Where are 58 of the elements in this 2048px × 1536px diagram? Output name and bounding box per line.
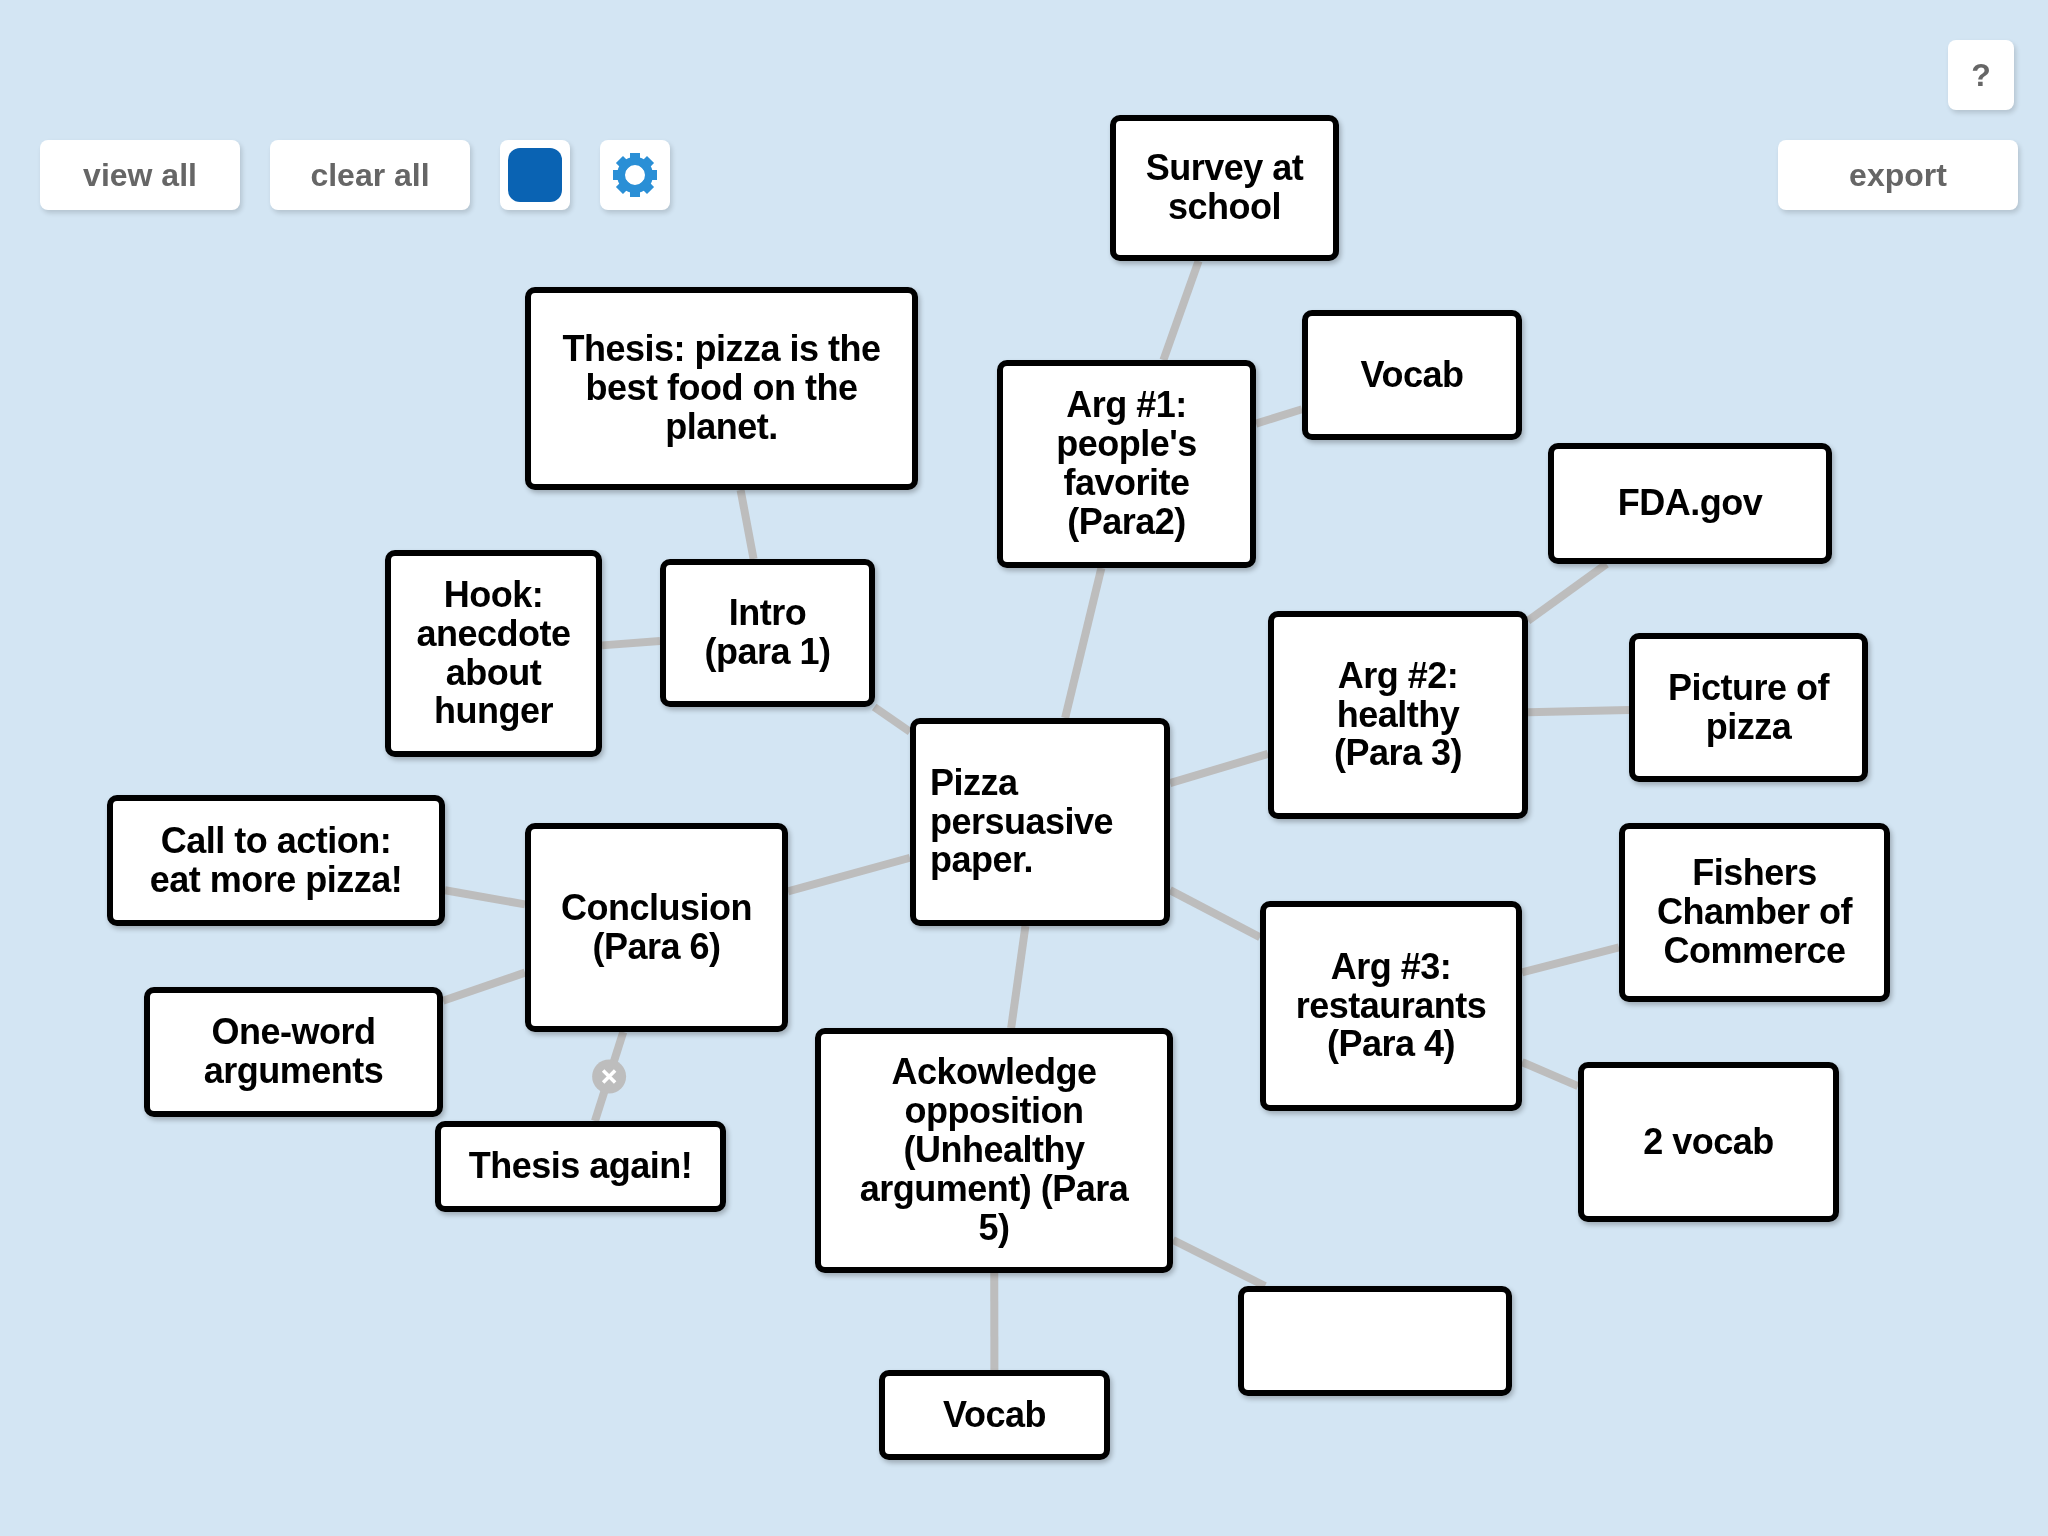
- note-card: [1619, 823, 1890, 1002]
- note-card: [997, 360, 1256, 568]
- note-text: Pizza persuasive paper.: [930, 763, 1115, 881]
- connector-line: [1168, 886, 1262, 941]
- note-text: Survey at school: [1144, 149, 1305, 227]
- view-all-button: view all: [40, 140, 240, 210]
- note-card: [1629, 633, 1868, 782]
- connector-line: [601, 637, 661, 650]
- connector-line: [990, 1273, 999, 1370]
- note-text: Hook: anecdote about hunger: [415, 575, 572, 732]
- note-text: Arg #2: healthy (Para 3): [1332, 656, 1464, 774]
- note-text: Intro (para 1): [703, 594, 832, 672]
- note-card: [1110, 115, 1339, 261]
- note-card: [1578, 1062, 1839, 1222]
- note-card: [1260, 901, 1522, 1111]
- note-text: Fishers Chamber of Commerce: [1656, 854, 1854, 971]
- note-text: Vocab: [943, 1395, 1046, 1435]
- note-text: Vocab: [1360, 355, 1464, 395]
- note-card: [1302, 310, 1522, 440]
- note-card: [385, 550, 602, 757]
- note-card: [879, 1370, 1110, 1460]
- note-text: Arg #1: people's favorite (Para2): [1055, 386, 1198, 542]
- note-card: [107, 795, 445, 926]
- note-text: Ackowledge opposition (Unhealthy argument) (Para 5): [859, 1053, 1129, 1248]
- empty-card: [1238, 1286, 1512, 1396]
- export-button: export: [1778, 140, 2018, 210]
- note-card: [525, 823, 788, 1032]
- connector-line: [1168, 750, 1270, 787]
- note-card: [1548, 443, 1832, 564]
- connector-line: [1061, 567, 1106, 719]
- connector-line: [441, 968, 527, 1005]
- note-text: Picture of pizza: [1667, 668, 1831, 747]
- connector-line: [444, 886, 526, 909]
- note-text: Thesis: pizza is the best food on the planet.: [561, 330, 882, 447]
- note-text: FDA.gov: [1617, 484, 1763, 523]
- note-card: [525, 287, 918, 490]
- note-card: [144, 987, 443, 1117]
- clear-all-button: clear all: [270, 140, 470, 210]
- connector-line: [1007, 925, 1030, 1029]
- note-text: One-word arguments: [202, 1013, 385, 1091]
- note-card: [435, 1121, 726, 1212]
- connector-line: [1254, 405, 1304, 428]
- note-text: Call to action: eat more pizza!: [148, 821, 404, 900]
- connector-line: [1527, 706, 1630, 717]
- note-card: [815, 1028, 1173, 1273]
- connector-line: [1520, 1058, 1580, 1090]
- connector-line: [1521, 943, 1620, 977]
- note-text: 2 vocab: [1643, 1122, 1774, 1162]
- help-button: ?: [1948, 40, 2014, 110]
- connector-line: [1159, 259, 1203, 362]
- note-card: [1268, 611, 1528, 819]
- note-text: Conclusion (Para 6): [560, 888, 753, 967]
- note-text: Thesis again!: [468, 1147, 693, 1186]
- note-text: Arg #3: restaurants (Para 4): [1294, 947, 1488, 1065]
- note-card: [910, 718, 1170, 926]
- connector-line: [736, 489, 758, 560]
- connector-line: [786, 853, 912, 896]
- note-card: [660, 559, 875, 707]
